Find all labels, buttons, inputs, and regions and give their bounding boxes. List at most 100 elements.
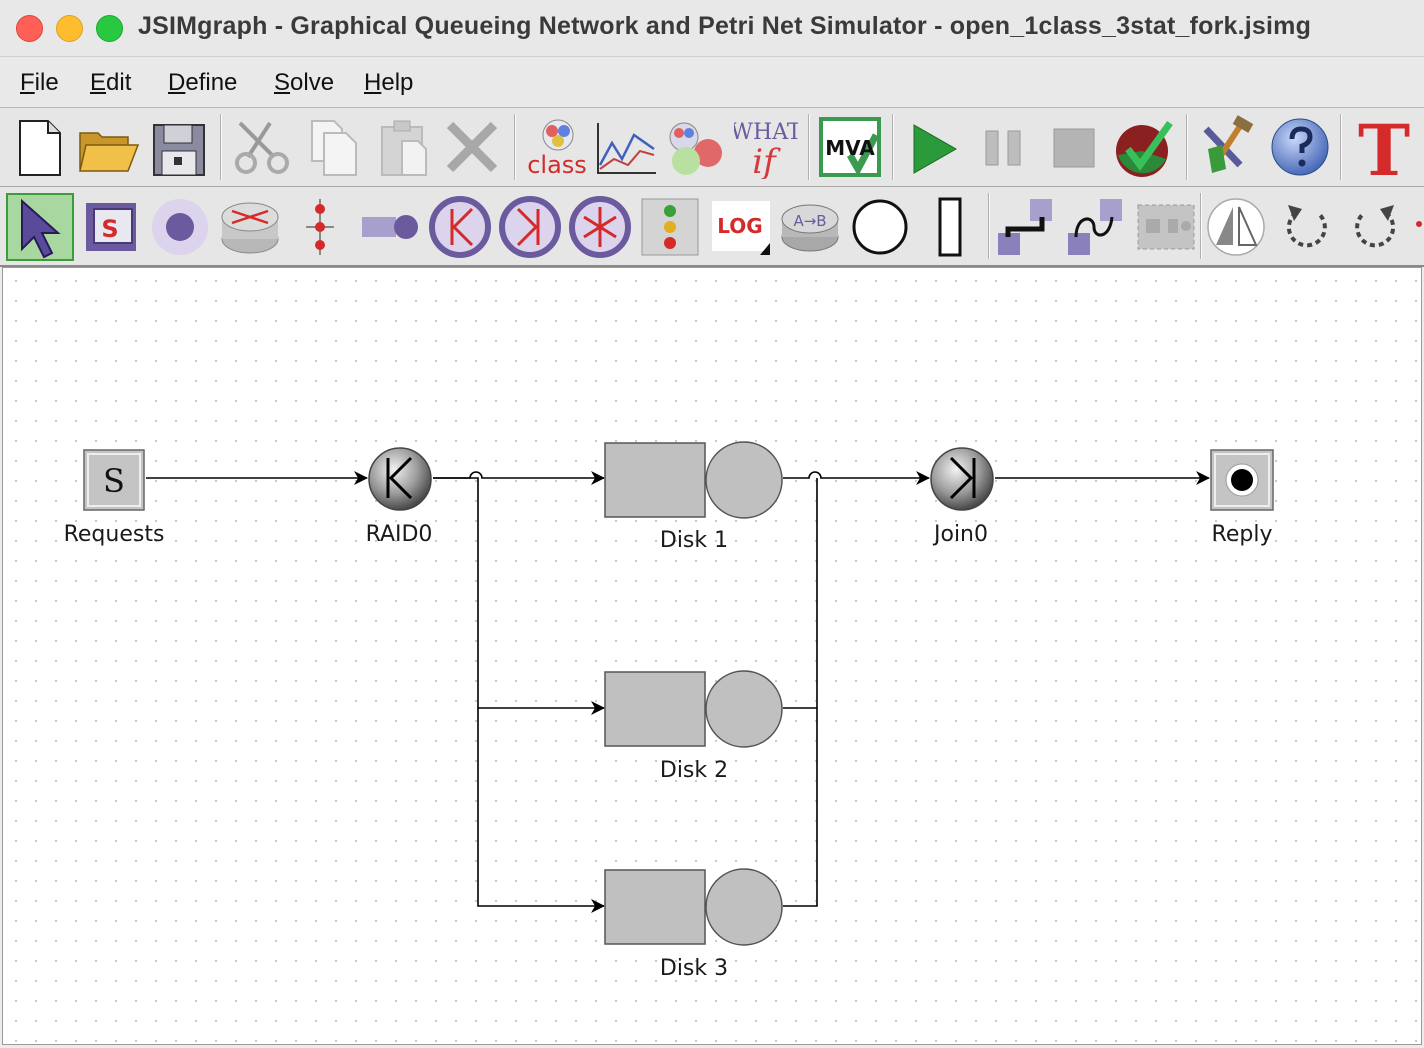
connection-layer: S — [83, 441, 1274, 946]
rotate-left-icon — [1286, 205, 1327, 248]
options-button[interactable] — [1196, 115, 1260, 179]
queue-station-disk-3[interactable] — [604, 868, 783, 946]
export-to-mva-button[interactable]: MVA — [818, 115, 882, 179]
add-logger-button[interactable]: LOG — [708, 195, 772, 259]
label-requests: Requests — [63, 522, 165, 547]
queue-station-disk-1[interactable] — [604, 441, 783, 519]
label-raid0: RAID0 — [365, 522, 433, 547]
stop-simulation-button[interactable] — [1042, 115, 1106, 179]
toolbar-overflow-indicator[interactable] — [1416, 221, 1422, 227]
pause-simulation-button[interactable] — [972, 115, 1036, 179]
menu-file[interactable]: File — [20, 69, 59, 96]
svg-text:class: class — [527, 151, 587, 179]
add-router-button[interactable] — [218, 195, 282, 259]
label-disk-2: Disk 2 — [659, 758, 729, 783]
label-join0: Join0 — [933, 522, 989, 547]
scaler-icon — [569, 196, 631, 258]
main-toolbar: class WHAT if MVA — [0, 108, 1424, 187]
connection-raid0-disk2[interactable] — [433, 477, 605, 715]
start-simulation-button[interactable] — [902, 115, 966, 179]
traffic-light-icon — [641, 198, 699, 256]
connect-tool-button[interactable] — [994, 195, 1058, 259]
save-disk-icon — [153, 124, 205, 176]
curve-connect-tool-button[interactable] — [1064, 195, 1128, 259]
add-queue-station-button[interactable] — [358, 195, 422, 259]
title-bar: JSIMgraph - Graphical Queueing Network a… — [0, 0, 1424, 57]
maximize-window-button[interactable] — [96, 15, 123, 42]
transition-icon: A→B — [781, 204, 839, 252]
parameters-icon — [669, 122, 722, 175]
svg-text:WHAT: WHAT — [734, 120, 798, 145]
add-place-button[interactable] — [848, 195, 912, 259]
delete-button[interactable] — [440, 115, 504, 179]
add-transition-button[interactable]: A→B — [778, 195, 842, 259]
play-icon — [913, 124, 958, 174]
connection-disk1-join0[interactable] — [783, 471, 930, 485]
check-model-button[interactable] — [1112, 115, 1176, 179]
mva-icon: MVA — [819, 117, 881, 177]
add-semaphore-button[interactable] — [638, 195, 702, 259]
rotate-right-icon — [1355, 205, 1396, 248]
flip-horizontal-icon — [1207, 198, 1265, 256]
what-if-analysis-button[interactable]: WHAT if — [734, 115, 798, 179]
fork-node-raid0[interactable] — [368, 447, 432, 511]
line-chart-icon — [597, 123, 656, 174]
add-petri-transition-button[interactable] — [918, 195, 982, 259]
add-sink-button[interactable] — [148, 195, 212, 259]
copy-icon — [311, 120, 357, 176]
svg-text:LOG: LOG — [717, 214, 762, 238]
connect-link-icon — [998, 199, 1052, 255]
component-toolbar: S — [0, 187, 1424, 267]
model-canvas[interactable]: S — [2, 267, 1422, 1045]
menu-bar: File Edit Define Solve Help — [0, 57, 1424, 108]
simulation-parameters-button[interactable] — [664, 115, 728, 179]
add-join-button[interactable] — [498, 195, 562, 259]
add-class-switch-button[interactable] — [288, 195, 352, 259]
queue-station-disk-2[interactable] — [604, 670, 783, 748]
paste-clipboard-icon — [381, 120, 427, 176]
add-source-button[interactable]: S — [80, 195, 144, 259]
menu-help[interactable]: Help — [364, 69, 414, 96]
rotate-right-button[interactable] — [1344, 195, 1408, 259]
stop-icon — [1053, 128, 1095, 168]
flip-button[interactable] — [1204, 195, 1268, 259]
scissors-icon — [235, 121, 289, 174]
logger-icon: LOG — [712, 201, 770, 255]
menu-solve[interactable]: Solve — [274, 69, 335, 96]
svg-text:S: S — [101, 215, 118, 243]
connection-raid0-disk1[interactable] — [433, 471, 605, 485]
add-scaler-button[interactable] — [568, 195, 632, 259]
queue-station-icon — [362, 215, 418, 239]
help-button[interactable] — [1268, 115, 1332, 179]
add-fork-button[interactable] — [428, 195, 492, 259]
copy-button[interactable] — [302, 115, 366, 179]
check-model-icon — [1116, 120, 1173, 177]
new-file-icon — [19, 120, 61, 176]
new-file-button[interactable] — [8, 115, 72, 179]
connection-disk2-join0[interactable] — [783, 478, 818, 709]
sink-node-reply[interactable] — [1210, 449, 1274, 511]
text-tool-button[interactable]: T — [1350, 115, 1414, 179]
select-tool-button[interactable] — [6, 193, 74, 261]
rotate-left-button[interactable] — [1274, 195, 1338, 259]
cursor-arrow-icon — [21, 198, 61, 259]
join-icon — [499, 196, 561, 258]
performance-indices-button[interactable] — [594, 115, 658, 179]
connection-disk3-join0[interactable] — [783, 708, 818, 907]
save-file-button[interactable] — [146, 115, 210, 179]
minimize-window-button[interactable] — [56, 15, 83, 42]
open-file-button[interactable] — [76, 115, 140, 179]
define-classes-button[interactable]: class — [524, 115, 588, 179]
paste-button[interactable] — [372, 115, 436, 179]
menu-edit[interactable]: Edit — [90, 69, 132, 96]
place-circle-icon — [852, 199, 908, 255]
open-folder-icon — [79, 132, 140, 172]
cut-button[interactable] — [230, 115, 294, 179]
source-node-requests[interactable]: S — [83, 449, 145, 511]
join-node-join0[interactable] — [930, 447, 994, 511]
blocking-region-button[interactable] — [1134, 195, 1198, 259]
menu-define[interactable]: Define — [168, 69, 238, 96]
router-icon — [221, 202, 279, 254]
close-window-button[interactable] — [16, 15, 43, 42]
connection-raid0-disk3[interactable] — [477, 708, 605, 913]
